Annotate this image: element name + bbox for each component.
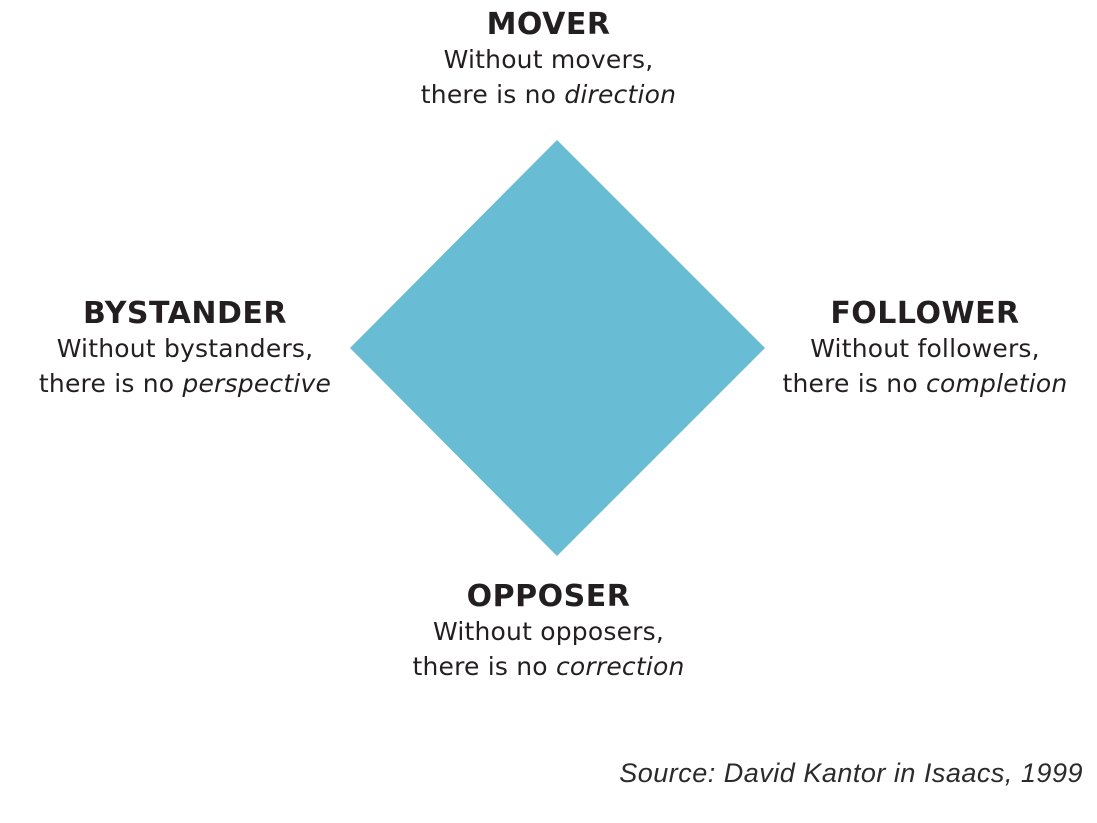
node-bystander-keyword: perspective: [182, 369, 332, 398]
node-opposer-line2: there is no correction: [0, 649, 1097, 684]
node-opposer-title: OPPOSER: [466, 579, 631, 614]
node-mover-title: MOVER: [486, 7, 611, 42]
node-bystander-line1: Without bystanders,: [56, 334, 314, 363]
node-bystander: BYSTANDER Without bystanders, there is n…: [5, 296, 365, 401]
node-follower-line2-prefix: there is no: [782, 369, 926, 398]
node-bystander-line2: there is no perspective: [5, 366, 365, 401]
diamond-shape: [350, 140, 765, 556]
node-mover: MOVER Without movers, there is no direct…: [0, 7, 1097, 112]
node-mover-keyword: direction: [564, 80, 677, 109]
node-follower-title: FOLLOWER: [830, 296, 1020, 331]
node-follower-line2: there is no completion: [745, 366, 1097, 401]
node-opposer: OPPOSER Without opposers, there is no co…: [0, 579, 1097, 684]
node-mover-line2-prefix: there is no: [420, 80, 565, 109]
node-bystander-line2-prefix: there is no: [38, 369, 183, 398]
node-opposer-keyword: correction: [555, 652, 685, 681]
node-mover-line1: Without movers,: [443, 45, 654, 74]
node-follower: FOLLOWER Without followers, there is no …: [745, 296, 1097, 401]
source-attribution: Source: David Kantor in Isaacs, 1999: [619, 758, 1083, 788]
node-follower-keyword: completion: [926, 369, 1068, 398]
node-opposer-line2-prefix: there is no: [412, 652, 556, 681]
node-follower-line1: Without followers,: [810, 334, 1040, 363]
node-opposer-line1: Without opposers,: [432, 617, 665, 646]
node-bystander-title: BYSTANDER: [82, 296, 287, 331]
node-mover-line2: there is no direction: [0, 77, 1097, 112]
